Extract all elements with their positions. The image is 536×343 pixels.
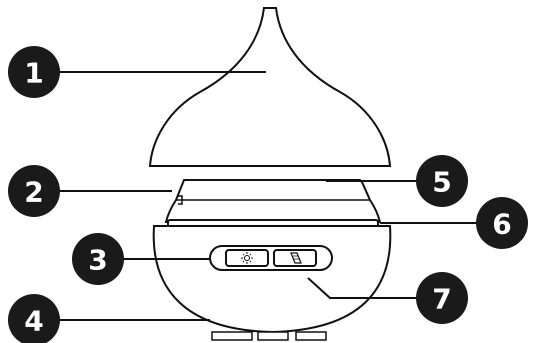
callout-7: 7 [416,272,468,324]
base-feet [211,331,327,341]
svg-text:3: 3 [88,244,107,277]
svg-text:4: 4 [24,305,43,338]
svg-text:7: 7 [432,283,451,316]
svg-text:5: 5 [432,166,451,199]
svg-text:2: 2 [24,176,43,209]
sun-icon[interactable] [241,252,253,264]
leader-7 [307,277,418,299]
callout-4: 4 [8,294,60,343]
svg-text:1: 1 [24,57,43,90]
button-panel [209,245,333,271]
svg-text:6: 6 [492,208,511,241]
water-tank [164,179,382,223]
callout-2: 2 [8,165,60,217]
callout-3: 3 [72,233,124,285]
leader-lines [58,71,478,321]
callout-1: 1 [8,46,60,98]
base [152,225,392,341]
mist-icon[interactable] [290,252,302,264]
callout-5: 5 [416,155,468,207]
callout-6: 6 [476,197,528,249]
diffuser-cover [148,7,392,167]
